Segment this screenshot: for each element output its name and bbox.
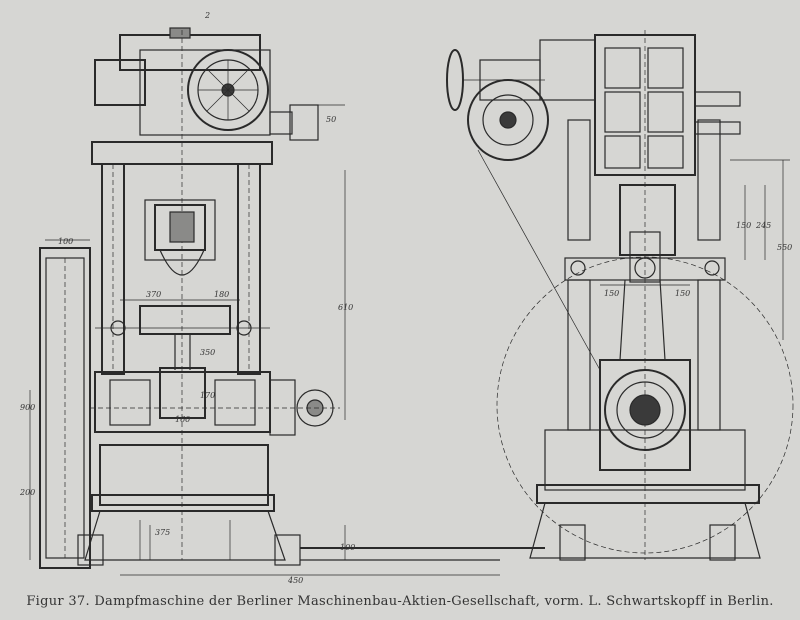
front-elevation-view: 100 900 370 180 610 2 50 200 350 375 170… <box>19 11 500 585</box>
side-columns <box>567 30 721 560</box>
engine-drawing: 100 900 370 180 610 2 50 200 350 375 170… <box>19 11 794 585</box>
dim-370: 370 <box>146 290 161 299</box>
dim-50: 50 <box>326 115 336 124</box>
dim-450: 450 <box>287 576 303 585</box>
governor-pulley <box>467 79 549 161</box>
dim-2: 2 <box>204 11 210 20</box>
dim-160: 160 <box>175 415 190 424</box>
handwheel <box>446 49 545 111</box>
dim-100-bottom: 100 <box>340 543 355 552</box>
left-dimension-lines <box>29 104 500 576</box>
columns <box>101 30 261 560</box>
dim-180: 180 <box>214 290 229 299</box>
dim-375: 375 <box>155 528 170 537</box>
dim-150-right: 150 <box>736 221 751 230</box>
right-dimension-lines <box>600 159 790 340</box>
crosshead <box>95 199 270 336</box>
base-plate <box>77 444 500 566</box>
dim-170: 170 <box>200 391 215 400</box>
crank-assembly <box>90 334 340 436</box>
top-cylinder-block <box>94 27 319 141</box>
dim-245: 245 <box>755 221 771 230</box>
flywheel <box>39 247 91 569</box>
side-base <box>500 429 761 561</box>
side-elevation-view: 150 245 550 150 150 <box>446 30 794 561</box>
dim-100-top: 100 <box>58 237 73 246</box>
dim-200: 200 <box>19 488 35 497</box>
valve-chest <box>539 34 741 176</box>
dim-610: 610 <box>338 303 353 312</box>
dim-350: 350 <box>200 348 215 357</box>
dim-150-lower-left: 150 <box>604 289 619 298</box>
crank-circle <box>477 149 794 554</box>
figure-caption: Figur 37. Dampfmaschine der Berliner Mas… <box>26 594 774 609</box>
dim-900: 900 <box>20 403 35 412</box>
side-crosshead <box>564 184 726 361</box>
dim-150-lower-right: 150 <box>675 289 690 298</box>
dim-550: 550 <box>777 243 792 252</box>
